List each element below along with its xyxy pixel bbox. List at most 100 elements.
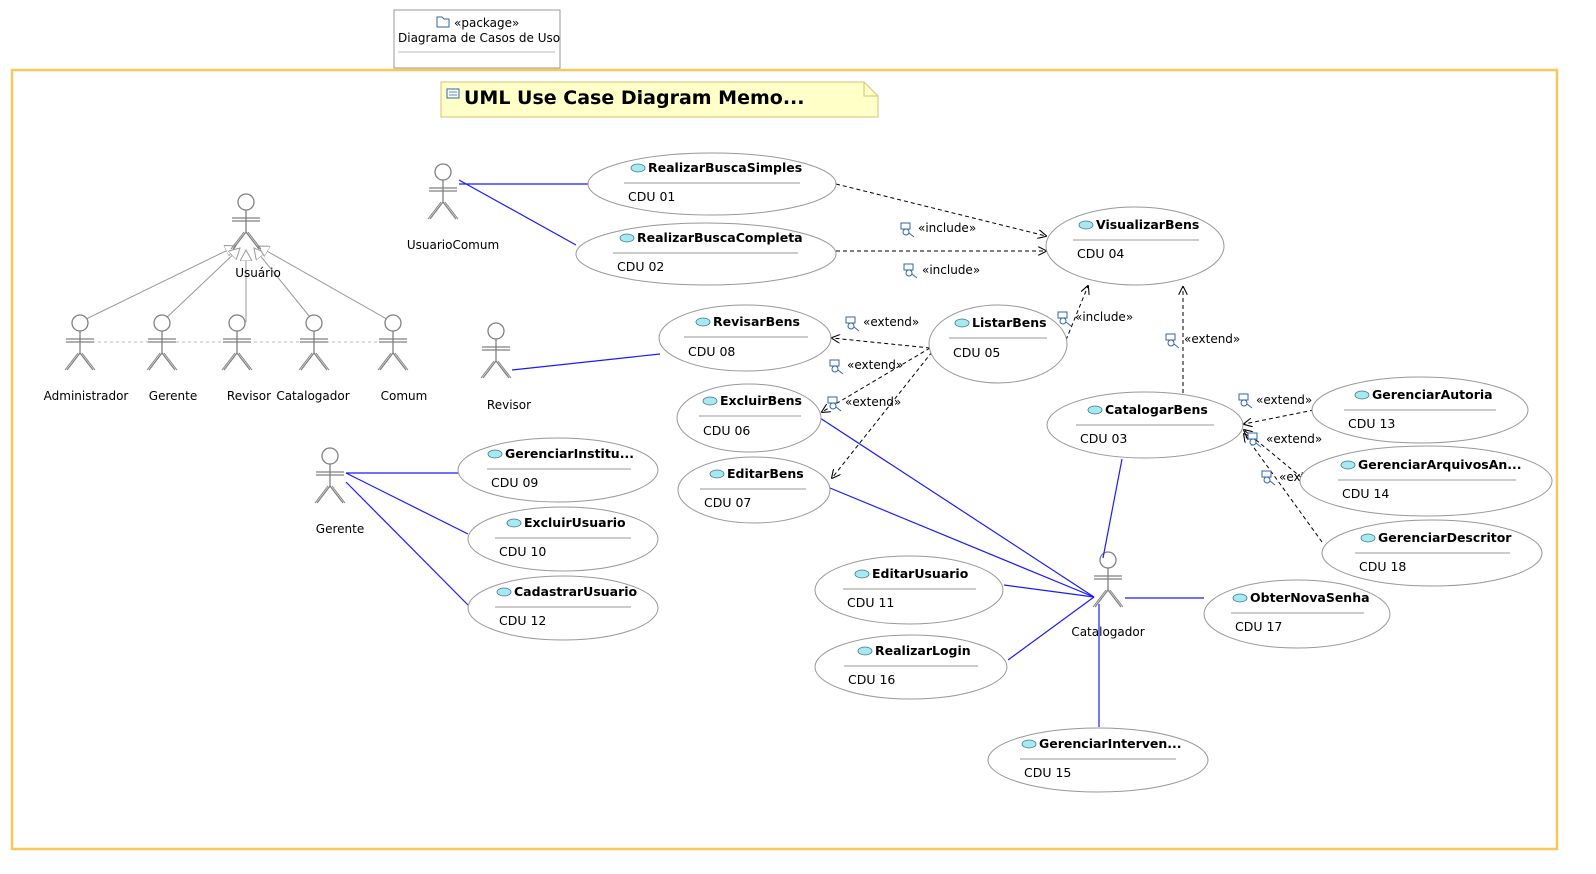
usecase-realizar-busca-simples[interactable]: RealizarBuscaSimples CDU 01 — [587, 152, 837, 216]
svg-text:«include»: «include» — [918, 221, 976, 235]
usecase-gerenciar-instituicao[interactable]: GerenciarInstitu... CDU 09 — [457, 437, 659, 503]
actor-usuario-label: Usuário — [235, 266, 281, 280]
usecase-icon — [1021, 739, 1037, 749]
usecase-name: GerenciarInstitu... — [505, 446, 634, 461]
usecase-obter-nova-senha[interactable]: ObterNovaSenha CDU 17 — [1203, 579, 1391, 649]
svg-text:«include»: «include» — [922, 263, 980, 277]
actor-administrador[interactable]: Administrador — [44, 314, 129, 403]
dependencies — [822, 183, 1323, 543]
diagram-frame — [10, 68, 1559, 851]
usecase-visualizar-bens[interactable]: VisualizarBens CDU 04 — [1045, 206, 1225, 286]
actor-comum-label: Comum — [381, 389, 428, 403]
usecase-realizar-busca-completa[interactable]: RealizarBuscaCompleta CDU 02 — [575, 222, 837, 286]
usecase-id: CDU 03 — [1080, 431, 1127, 446]
usecase-listar-bens[interactable]: ListarBens CDU 05 — [928, 304, 1068, 384]
associations — [345, 179, 1204, 727]
usecase-gerenciar-autoria[interactable]: GerenciarAutoria CDU 13 — [1311, 376, 1529, 444]
usecase-icon — [857, 646, 873, 656]
usecase-id: CDU 07 — [704, 495, 751, 510]
usecase-id: CDU 13 — [1348, 416, 1395, 431]
usecase-name: ListarBens — [972, 315, 1047, 330]
svg-text:«include»: «include» — [1075, 310, 1133, 324]
usecase-name: VisualizarBens — [1096, 217, 1199, 232]
actor-gerente-gen[interactable]: Gerente — [146, 314, 197, 403]
usecase-name: GerenciarAutoria — [1372, 387, 1493, 402]
usecase-icon — [709, 469, 725, 479]
usecase-id: CDU 08 — [688, 344, 735, 359]
actor-revisor[interactable]: Revisor — [480, 322, 531, 412]
usecase-id: CDU 01 — [628, 189, 675, 204]
usecase-name: CadastrarUsuario — [514, 584, 638, 599]
usecase-icon — [1360, 533, 1376, 543]
usecase-id: CDU 11 — [847, 595, 894, 610]
memo-title: UML Use Case Diagram Memo... — [464, 87, 804, 109]
usecase-realizar-login[interactable]: RealizarLogin CDU 16 — [814, 634, 1008, 700]
usecase-editar-usuario[interactable]: EditarUsuario CDU 11 — [814, 555, 1004, 625]
extend-label: «extend» — [1247, 432, 1322, 448]
usecase-icon — [496, 587, 512, 597]
usecase-icon — [1354, 390, 1370, 400]
extend-label: «extend» — [1238, 393, 1312, 409]
svg-text:«extend»: «extend» — [847, 358, 903, 372]
svg-text:«extend»: «extend» — [845, 395, 901, 409]
actor-comum[interactable]: Comum — [377, 314, 428, 403]
usecase-icon — [854, 569, 870, 579]
usecase-name: EditarUsuario — [872, 566, 969, 581]
usecase-id: CDU 14 — [1342, 486, 1389, 501]
usecase-icon — [1087, 405, 1103, 415]
package-name: Diagrama de Casos de Uso — [398, 31, 560, 45]
usecase-icon — [1340, 460, 1356, 470]
usecase-id: CDU 05 — [953, 345, 1000, 360]
actor-revisor-gen[interactable]: Revisor — [221, 314, 271, 403]
usecase-name: GerenciarInterven... — [1039, 736, 1182, 751]
usecase-icon — [1232, 593, 1248, 603]
usecase-excluir-bens[interactable]: ExcluirBens CDU 06 — [676, 383, 822, 453]
package-tab[interactable]: «package» Diagrama de Casos de Uso — [393, 9, 561, 69]
svg-text:«extend»: «extend» — [1256, 393, 1312, 407]
actor-revisor-gen-label: Revisor — [227, 389, 271, 403]
usecase-name: ExcluirBens — [720, 393, 802, 408]
usecase-name: GerenciarDescritor — [1378, 530, 1512, 545]
usecase-icon — [487, 449, 503, 459]
memo-note[interactable]: UML Use Case Diagram Memo... — [440, 81, 879, 118]
usecase-id: CDU 16 — [848, 672, 895, 687]
usecase-id: CDU 06 — [703, 423, 750, 438]
actor-usuario[interactable]: Usuário — [230, 193, 281, 280]
actor-revisor-label: Revisor — [487, 398, 531, 412]
extend-label: «extend» — [827, 395, 901, 412]
actor-catalogador-gen[interactable]: Catalogador — [276, 314, 350, 403]
actor-gerente-gen-label: Gerente — [149, 389, 197, 403]
svg-text:«extend»: «extend» — [1184, 332, 1240, 346]
usecase-editar-bens[interactable]: EditarBens CDU 07 — [677, 456, 831, 524]
include-label: «include» — [903, 263, 980, 279]
usecase-name: RealizarBuscaCompleta — [637, 230, 803, 245]
usecase-icon — [630, 163, 646, 173]
usecase-excluir-usuario[interactable]: ExcluirUsuario CDU 10 — [467, 506, 659, 572]
usecase-icon — [695, 317, 711, 327]
usecase-name: ExcluirUsuario — [524, 515, 626, 530]
usecase-revisar-bens[interactable]: RevisarBens CDU 08 — [658, 304, 832, 372]
usecase-id: CDU 18 — [1359, 559, 1406, 574]
usecase-name: RevisarBens — [713, 314, 800, 329]
actor-catalogador[interactable]: Catalogador — [1071, 551, 1145, 639]
usecase-gerenciar-arquivos[interactable]: GerenciarArquivosAn... CDU 14 — [1299, 445, 1553, 517]
extend-label: «extend» — [845, 315, 919, 332]
package-stereotype: «package» — [454, 16, 519, 30]
usecase-icon — [619, 233, 635, 243]
svg-text:«extend»: «extend» — [863, 315, 919, 329]
usecase-id: CDU 15 — [1024, 765, 1071, 780]
usecase-icon — [954, 318, 970, 328]
actor-gerente[interactable]: Gerente — [314, 447, 364, 536]
usecase-name: ObterNovaSenha — [1250, 590, 1370, 605]
usecase-catalogar-bens[interactable]: CatalogarBens CDU 03 — [1046, 391, 1244, 459]
usecase-id: CDU 04 — [1077, 246, 1124, 261]
usecase-gerenciar-descritor[interactable]: GerenciarDescritor CDU 18 — [1321, 519, 1543, 587]
actor-usuario-comum[interactable]: UsuarioComum — [407, 163, 499, 252]
usecase-gerenciar-intervencao[interactable]: GerenciarInterven... CDU 15 — [987, 727, 1209, 793]
note-icon — [446, 88, 460, 99]
usecase-name: EditarBens — [727, 466, 804, 481]
usecase-name: GerenciarArquivosAn... — [1358, 457, 1522, 472]
usecase-name: RealizarBuscaSimples — [648, 160, 802, 175]
usecase-name: CatalogarBens — [1105, 402, 1208, 417]
usecase-cadastrar-usuario[interactable]: CadastrarUsuario CDU 12 — [467, 575, 659, 641]
